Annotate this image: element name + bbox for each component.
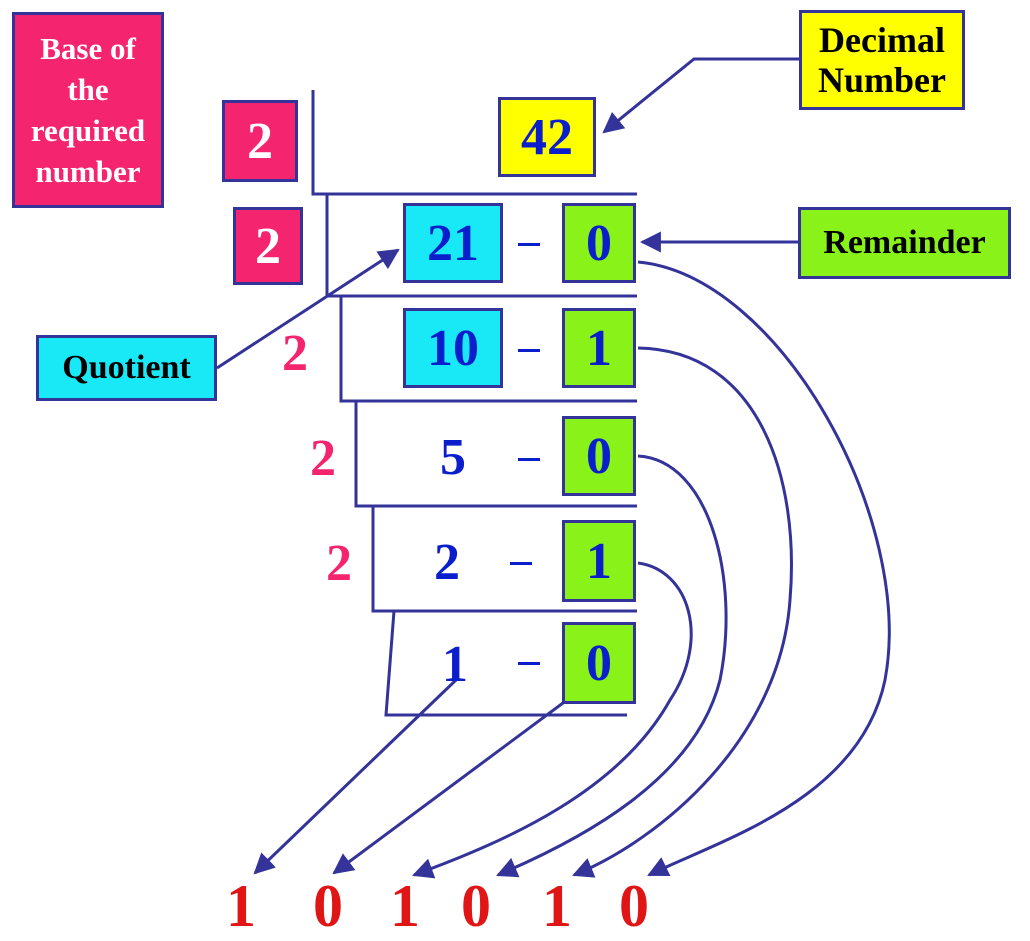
bit-curve-2 [496,454,728,878]
base-divisor: 2 [222,100,298,182]
binary-digit: 0 [313,873,343,939]
base-label-line: number [35,154,141,189]
bit-curve-0 [637,260,891,877]
bit-curve-5 [253,678,458,875]
base-label: Base of the required number [12,12,164,208]
decimal-pointer-arrow [602,57,799,134]
minus-sign [518,349,540,352]
binary-digit: 1 [226,873,256,939]
row-quotient: 2 [434,533,460,591]
quotient-label: Quotient [36,335,217,401]
binary-digit: 1 [390,873,420,939]
row-divisor: 2 [326,534,352,592]
row-remainder: 1 [562,308,636,388]
row-divisor: 2 [310,429,336,487]
minus-sign [518,243,540,246]
minus-sign [510,562,532,565]
binary-digit: 1 [542,873,572,939]
division-bracket-4 [354,401,637,508]
decimal-dividend: 42 [498,97,596,177]
row-divisor: 2 [233,207,303,285]
binary-digit: 0 [619,873,649,939]
decimal-label-line: Number [818,60,946,100]
base-label-line: the [67,72,109,107]
binary-digit: 0 [461,873,491,939]
division-bracket-1 [311,90,637,196]
minus-sign [518,458,540,461]
row-quotient: 21 [403,203,503,283]
row-remainder: 0 [562,622,636,704]
row-quotient: 1 [442,635,468,693]
quotient-pointer-arrow [216,248,400,370]
base-label-line: Base of [40,31,136,66]
division-bracket-3 [339,296,637,403]
row-quotient: 5 [440,428,466,486]
decimal-number-label: Decimal Number [799,10,965,110]
decimal-label-line: Decimal [819,20,945,60]
row-remainder: 0 [562,203,636,283]
bit-curve-1 [572,346,793,878]
row-remainder: 0 [562,416,636,496]
row-quotient: 10 [403,308,503,388]
row-remainder: 1 [562,520,636,602]
minus-sign [518,662,540,665]
division-bracket-5 [371,506,637,613]
row-divisor: 2 [282,324,308,382]
bit-curve-4 [332,698,568,875]
bit-curve-3 [412,561,693,879]
base-label-line: required [30,113,146,148]
remainder-label: Remainder [798,207,1011,279]
